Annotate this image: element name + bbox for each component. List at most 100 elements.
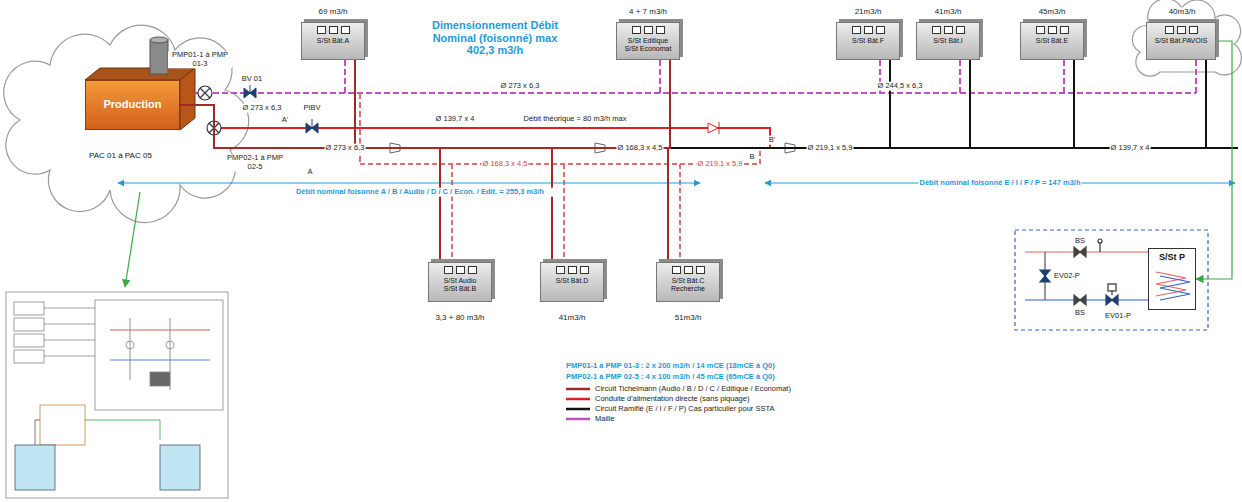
window-icon [568,266,577,274]
flow-note: Débit nominal foisonné E / I / F / P = 1… [919,179,1082,188]
window-icon [672,266,681,274]
production-schematic-inset [150,372,170,386]
pump-symbol [198,86,221,135]
pump-symbol [198,86,212,100]
pipe-label: Débit théorique = 80 m3/h max [523,115,628,124]
window-icon [1036,26,1045,34]
window-icon [1177,26,1186,34]
window-icons [919,26,977,34]
pipe-label: PMP02-1 à PMP 02-5 [223,154,287,171]
substation-box: S/St P [1148,248,1196,310]
pipe-label: Ø 273 x 6,3 [325,144,366,153]
window-icons [543,266,601,274]
direct-supply-pipe [214,128,770,148]
node-label: S/St Bât.D [543,277,601,285]
production-schematic-inset [85,420,160,440]
flow-note: Dimensionnement Débit Nominal (foisonné)… [419,19,571,57]
pipe-label: Ø 273 x 6,3 [242,104,283,113]
pipe-label: 45m3/h [1038,7,1067,16]
node-label: S/St Economat [619,45,677,53]
pipe-label: 69 m3/h [318,7,349,16]
window-icons [839,26,897,34]
legend-line [566,408,590,411]
supply-pipe [180,105,440,262]
production-schematic-inset [35,420,40,445]
pipe-label: BS [1074,237,1086,246]
node-label: Recherche [659,285,717,293]
production-schematic-inset [160,445,200,490]
substation-box: S/St Bât.PAVOIS [1146,22,1216,60]
substation-box: S/St AudioS/St Bât.B [428,262,492,302]
node-label: S/St Bât.A [304,37,362,45]
direct-supply-pipe [214,122,770,148]
pipe-label: PIBV [302,104,321,113]
node-label: S/St Editique [619,37,677,45]
substation-box: S/St Bât.E [1020,22,1084,60]
legend-text: Conduite d'alimentation directe (sans pi… [595,394,749,404]
legend-text: Maille [595,414,615,424]
legend-line [566,388,590,391]
pipe-label: EV01-P [1104,312,1132,321]
pipe-label: 3,3 + 80 m3/h [434,313,485,322]
legend-text: Circuit Ramifié (E / I / F / P) Cas part… [595,404,775,414]
window-icon [864,26,873,34]
window-icon [876,26,885,34]
window-icon [684,266,693,274]
window-icon [1048,26,1057,34]
window-icons [431,266,489,274]
tichelmann-return-pipe [360,148,760,262]
production-schematic-inset [6,292,228,498]
return-pipe [345,60,1196,93]
direct-supply-pipe [708,123,718,133]
production-schematic-inset [44,308,95,356]
legend-row: Circuit Tichelmann (Audio / B / D / C / … [565,384,791,394]
legend-sample [565,415,591,423]
production-schematic-inset [14,334,44,347]
pipe-label: B [748,153,755,162]
pipe-label: PMP01-1 à PMP 01-3 [168,51,232,68]
substation-box: S/St Bât.D [540,262,604,302]
pipe-label: 40m3/h [1168,7,1197,16]
substation-detail-inset [1106,295,1118,305]
cloud-outline [1132,0,1241,76]
pipe-label: Ø 244,5 x 6,3 [876,82,923,91]
production-schematic-inset [166,341,174,349]
substation-detail-inset [1108,284,1116,291]
substation-detail-inset [1074,247,1086,257]
pump-symbol [200,88,210,98]
production-schematic-inset [14,350,44,363]
legend-row: Maille [565,414,791,424]
pipe-label: 51m3/h [674,313,703,322]
production-schematic-inset [14,302,44,315]
pipe-label: Ø 273 x 6,3 [500,82,541,91]
substation-box: S/St Bât.F [836,22,900,60]
window-icon [317,26,326,34]
pipe-label: Ø 168,3 x 4,5 [481,160,528,169]
valve-symbol [250,85,251,93]
flow-dimension-arrow [118,182,700,183]
window-icon [696,266,705,274]
node-label: S/St P [1149,252,1195,263]
flow-note: PMP01-1 à PMP 01-3 : 2 x 200 m3/h / 14 m… [565,362,776,371]
legend-text: Circuit Tichelmann (Audio / B / D / C / … [595,384,791,394]
supply-pipe [180,60,890,148]
legend-sample [565,395,591,403]
legend-row: Circuit Ramifié (E / I / F / P) Cas part… [565,404,791,414]
production-schematic-inset [95,300,223,410]
window-icon [656,26,665,34]
window-icon [956,26,965,34]
substation-detail-inset [1040,270,1050,282]
window-icons [1149,26,1213,34]
pipe-label: Ø 139,7 x 4 [435,115,476,124]
production-building [150,37,168,43]
valve-symbol [312,119,313,128]
substation-detail-inset [1098,239,1102,243]
legend: Circuit Tichelmann (Audio / B / D / C / … [565,384,791,424]
window-icon [944,26,953,34]
substation-detail-inset [1160,276,1190,300]
supply-pipe [180,105,668,262]
flow-note: Débit nominal foisonné A / B / Audio / D… [284,188,556,197]
substation-box: S/St Bât.CRecherche [656,262,720,302]
node-label: S/St Bât.I [919,37,977,45]
